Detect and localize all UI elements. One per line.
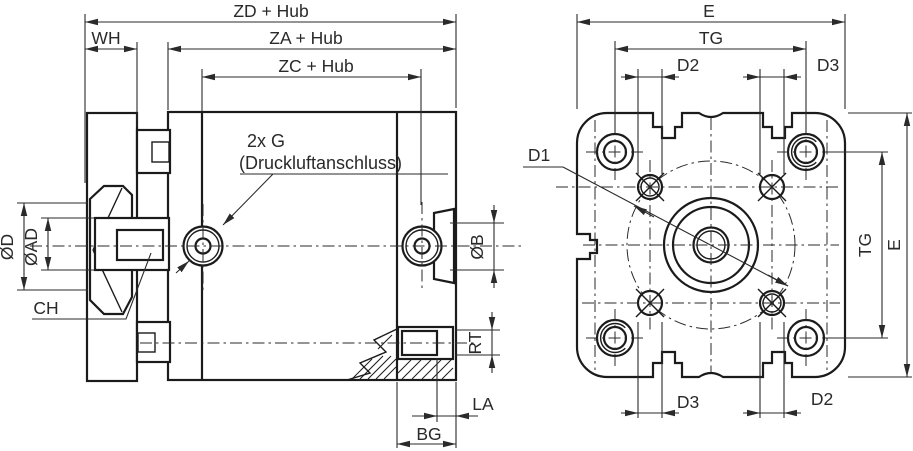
side-view-dimensions: ZD + Hub WH ZA + Hub ZC + Hub ØD ØAD (0, 1, 504, 448)
dim-label-ob: ØB (467, 234, 487, 259)
dim-label-od: ØD (0, 234, 17, 260)
end-view: D1 E TG D2 D3 (523, 1, 912, 418)
port-note-line1: 2x G (247, 131, 285, 151)
section-hatching (351, 334, 454, 380)
dim-label-tg-side: TG (855, 233, 875, 257)
dim-label-d3-top: D3 (817, 55, 839, 75)
dim-label-zd-hub: ZD + Hub (233, 1, 308, 21)
dim-label-d1: D1 (528, 145, 550, 165)
rod-thread-bore (115, 228, 165, 262)
end-view-top-dimensions: E TG D2 D3 (576, 1, 846, 174)
end-view-side-dimensions: TG E (826, 112, 912, 378)
dim-label-d2-bottom: D2 (811, 389, 833, 409)
dim-label-tg-top: TG (699, 28, 723, 48)
dim-label-za-hub: ZA + Hub (269, 28, 342, 48)
port-note-line2: (Druckluftanschluss) (239, 153, 402, 173)
side-view: ZD + Hub WH ZA + Hub ZC + Hub ØD ØAD (0, 1, 522, 448)
side-view-centerlines (30, 202, 522, 344)
dim-label-oad: ØAD (21, 228, 41, 266)
dim-label-wh: WH (91, 28, 120, 48)
end-view-bottom-dimensions: D3 D2 (621, 322, 833, 418)
dim-label-la: LA (472, 394, 494, 414)
dim-label-bg: BG (416, 424, 441, 444)
rod-end-assembly (85, 111, 172, 383)
d1-dimension: D1 (523, 145, 789, 287)
break-line (346, 328, 398, 381)
dim-label-e-top: E (703, 1, 715, 21)
dim-label-e-side: E (884, 239, 904, 251)
end-view-centerlines (556, 118, 840, 372)
dim-label-d3-bottom: D3 (677, 392, 699, 412)
dim-label-d2-top: D2 (677, 55, 699, 75)
dim-label-ch: CH (33, 298, 58, 318)
dim-label-rt: RT (465, 331, 485, 354)
dim-label-zc-hub: ZC + Hub (278, 56, 353, 76)
port-note: 2x G (Druckluftanschluss) (175, 131, 448, 274)
